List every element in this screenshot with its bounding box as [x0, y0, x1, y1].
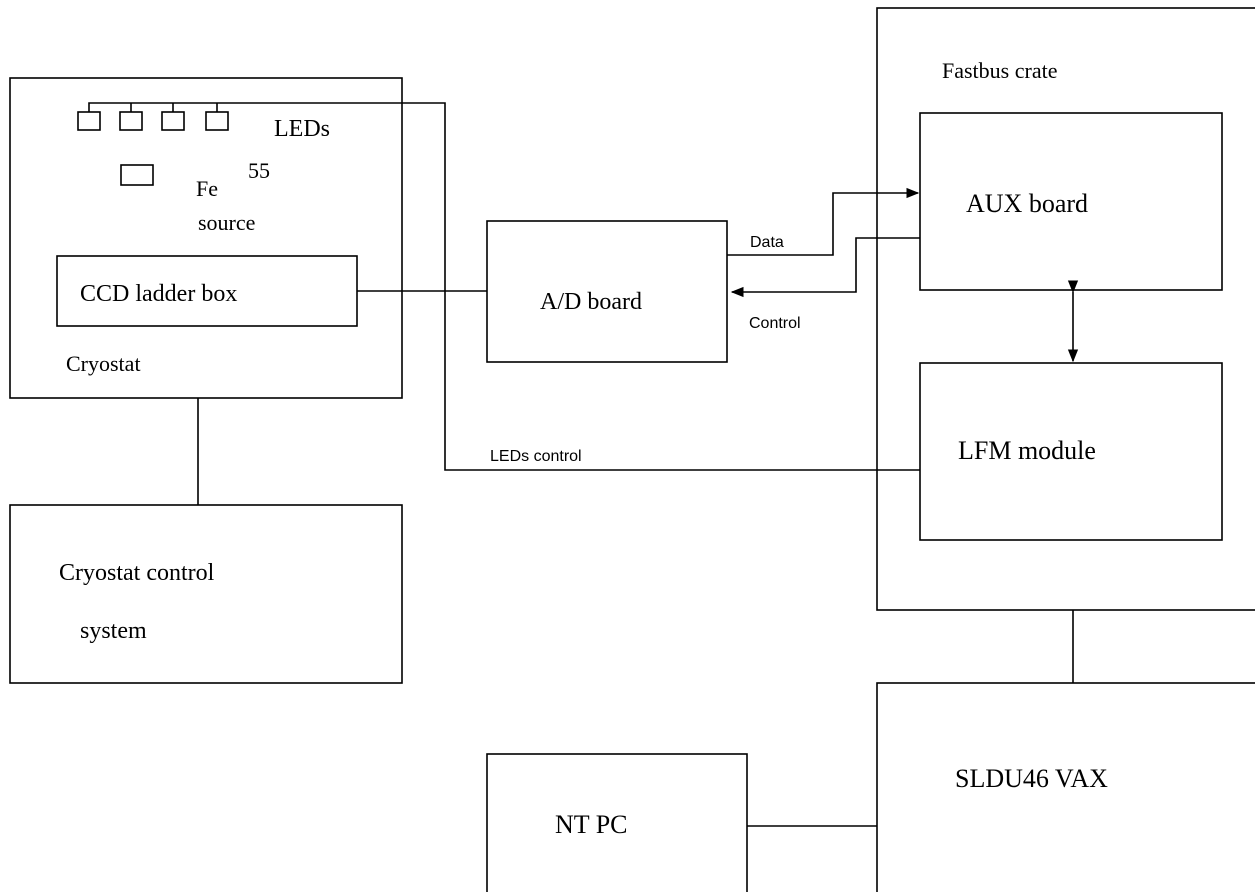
leds-label: LEDs: [274, 116, 330, 142]
source-label: source: [198, 210, 255, 235]
data-label: Data: [750, 234, 784, 251]
vax-box: [876, 682, 1255, 892]
aux-board-label: AUX board: [966, 189, 1088, 218]
fastbus-crate-box: [876, 7, 1255, 611]
nt-pc-box: [486, 753, 748, 892]
cryostat-box: [9, 77, 403, 399]
data-line: [727, 187, 920, 256]
led-3: [161, 111, 185, 131]
ad-board-label: A/D board: [540, 289, 642, 315]
fe-label: Fe: [196, 176, 218, 201]
control-label: Control: [749, 315, 801, 332]
fe55-source-icon: [120, 164, 154, 186]
cryostat-control-label-line2: system: [80, 618, 147, 644]
leds-control-wire: [88, 102, 920, 471]
leds-control-label: LEDs control: [490, 448, 582, 465]
nt-pc-label: NT PC: [555, 810, 628, 839]
control-line: [730, 237, 920, 298]
vax-label: SLDU46 VAX: [955, 764, 1108, 793]
cryostat-control-system-box: [9, 504, 403, 684]
cryostat-control-label-line1: Cryostat control: [59, 560, 215, 586]
fe-superscript: 55: [248, 158, 270, 183]
lfm-module-label: LFM module: [958, 436, 1096, 465]
led-1: [77, 111, 101, 131]
ad-board-box: [486, 220, 728, 363]
fastbus-crate-label: Fastbus crate: [942, 58, 1057, 83]
ccd-ladder-box-label: CCD ladder box: [80, 281, 237, 307]
led-4: [205, 111, 229, 131]
led-2: [119, 111, 143, 131]
lfm-module-box: [919, 362, 1223, 541]
cryostat-label: Cryostat: [66, 351, 141, 376]
